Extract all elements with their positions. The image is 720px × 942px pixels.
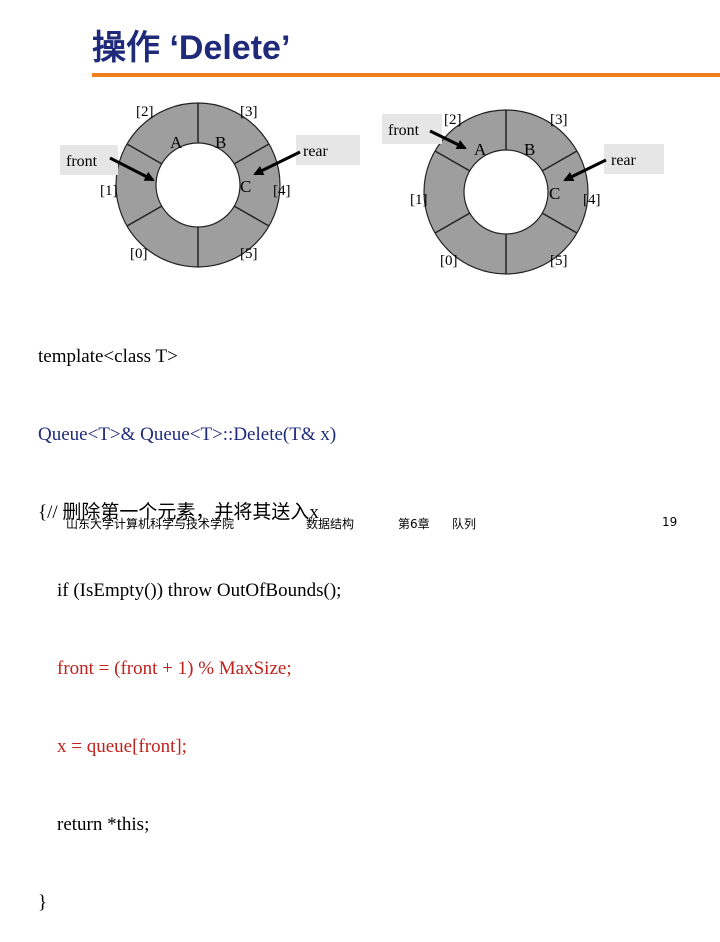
queue-diagram-after: A B C [0] [1] [2] [3] [4] [5] front rear — [382, 109, 664, 275]
code-line: } — [38, 892, 48, 913]
ring-inner-edge — [155, 142, 241, 228]
footer-school: 山东大学计算机科学与技术学院 — [66, 517, 235, 531]
slot-dividers — [126, 103, 270, 267]
code-block: template<class T> Queue<T>& Queue<T>::De… — [38, 292, 341, 942]
slide-title: 操作 ‘Delete’ — [92, 29, 291, 67]
code-line: Queue<T>& Queue<T>::Delete(T& x) — [38, 424, 337, 445]
front-label: front — [388, 122, 420, 139]
footer-topic: 队列 — [452, 517, 477, 531]
code-line: template<class T> — [38, 346, 178, 367]
slot-index-4: [4] — [583, 192, 601, 208]
front-label-box — [60, 145, 118, 175]
slot-dividers — [434, 110, 578, 274]
footer-page-number: 19 — [662, 515, 678, 529]
element-b: B — [215, 133, 226, 152]
code-line: return *this; — [38, 814, 150, 835]
rear-label: rear — [611, 152, 637, 169]
code-line: {// 删除第一个元素，并将其送入x — [38, 502, 319, 523]
slot-index-5: [5] — [240, 246, 258, 262]
slot-index-3: [3] — [550, 112, 568, 128]
slot-index-2: [2] — [136, 104, 154, 120]
footer-chapter: 第6章 — [398, 517, 430, 531]
ring-inner-edge — [463, 149, 549, 235]
slot-index-0: [0] — [440, 253, 458, 269]
element-c: C — [240, 177, 251, 196]
rear-label-box — [296, 135, 360, 165]
code-line: front = (front + 1) % MaxSize; — [38, 658, 292, 679]
slot-index-2: [2] — [444, 112, 462, 128]
title-underline — [92, 73, 720, 77]
slot-index-1: [1] — [100, 183, 118, 199]
footer-course: 数据结构 — [306, 517, 355, 531]
front-pointer-arrow — [429, 129, 467, 150]
code-line: x = queue[front]; — [38, 736, 187, 757]
slot-index-4: [4] — [273, 183, 291, 199]
slot-index-5: [5] — [550, 253, 568, 269]
element-a: A — [170, 133, 183, 152]
queue-diagram-before: A B C [0] [1] [2] [3] [4] [5] front rear — [60, 102, 360, 268]
slot-index-1: [1] — [410, 192, 428, 208]
rear-pointer-arrow — [563, 158, 607, 182]
front-pointer-arrow — [109, 156, 155, 182]
slot-index-3: [3] — [240, 104, 258, 120]
front-label-box — [382, 114, 442, 144]
element-a: A — [474, 140, 487, 159]
circular-queue-diagrams: A B C [0] [1] [2] [3] [4] [5] front rear… — [60, 102, 664, 275]
code-line: if (IsEmpty()) throw OutOfBounds(); — [38, 580, 342, 601]
rear-label-box — [604, 144, 664, 174]
element-c: C — [549, 184, 560, 203]
element-b: B — [524, 140, 535, 159]
rear-pointer-arrow — [253, 150, 301, 176]
slot-index-0: [0] — [130, 246, 148, 262]
front-label: front — [66, 153, 98, 170]
rear-label: rear — [303, 143, 329, 160]
